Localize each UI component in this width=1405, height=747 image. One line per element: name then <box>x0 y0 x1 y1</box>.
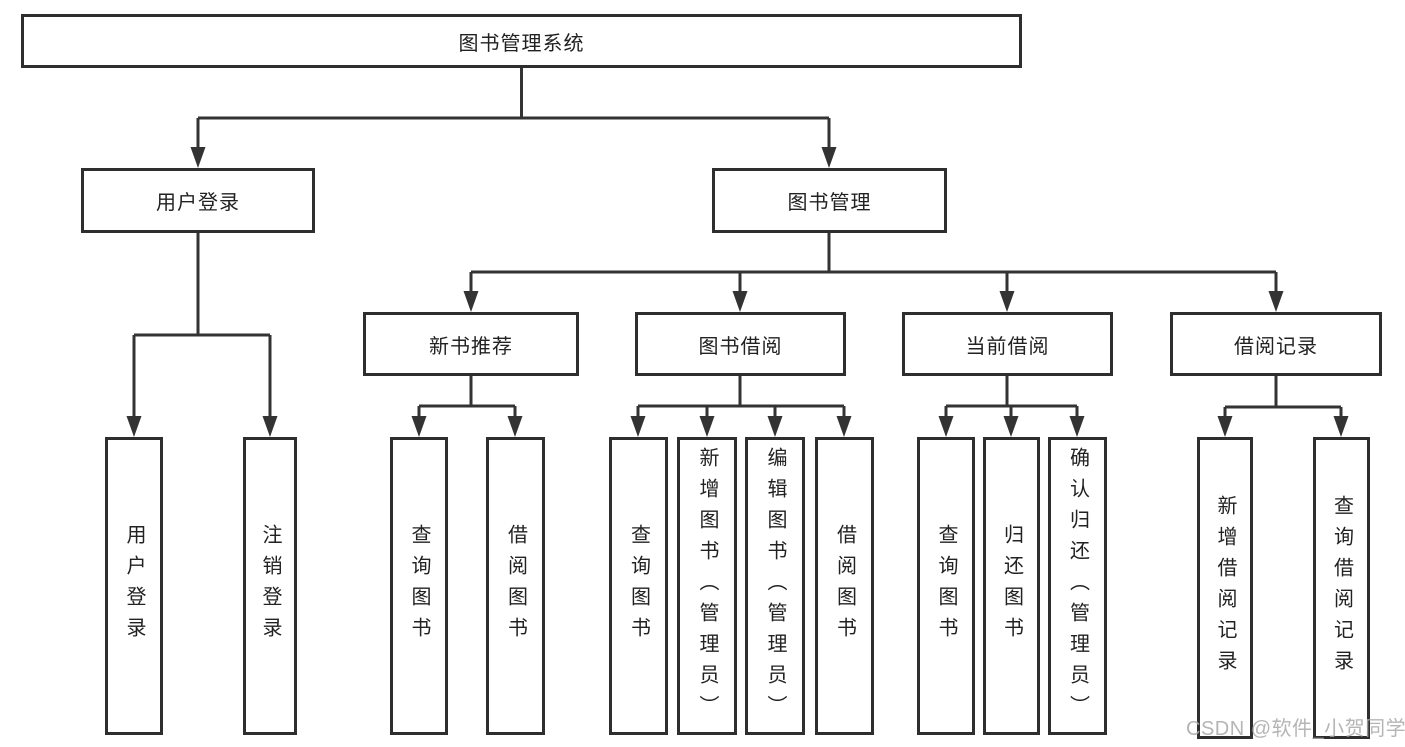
leaf-user-login: 用户登录 <box>105 437 163 735</box>
edge-recommend-to-leaves <box>417 376 517 420</box>
node-user-login: 用户登录 <box>81 168 315 233</box>
edge-mgmt-to-level3 <box>469 233 1278 295</box>
edge-borrow-to-leaves <box>636 376 846 420</box>
node-library-system: 图书管理系统 <box>21 14 1022 68</box>
arrowhead <box>630 416 646 437</box>
leaf-edit-books-admin: 编辑图书（管理员） <box>745 437 805 735</box>
arrowhead <box>411 416 427 437</box>
edge-root-to-level2 <box>196 68 831 150</box>
leaf-logout-login: 注销登录 <box>243 437 297 735</box>
arrowhead <box>938 416 954 437</box>
arrowhead <box>1217 416 1233 437</box>
arrowhead <box>463 291 479 312</box>
leaf-query-books-borrow: 查询图书 <box>609 437 668 735</box>
arrowhead <box>732 291 748 312</box>
leaf-borrow-books: 借阅图书 <box>815 437 874 735</box>
leaf-add-borrow-record: 新增借阅记录 <box>1197 437 1253 739</box>
leaf-add-books-admin: 新增图书（管理员） <box>677 437 737 735</box>
arrowhead <box>190 147 206 168</box>
csdn-watermark: CSDN @软件_小贺同学 <box>1186 718 1405 740</box>
node-current-borrow: 当前借阅 <box>902 312 1113 376</box>
arrowhead <box>767 416 783 437</box>
leaf-return-books: 归还图书 <box>983 437 1040 735</box>
node-new-book-recommend: 新书推荐 <box>363 312 579 376</box>
arrowhead <box>262 416 278 437</box>
arrowhead <box>1069 416 1085 437</box>
arrowhead <box>1333 416 1349 437</box>
node-borrow-records: 借阅记录 <box>1170 312 1382 376</box>
leaf-query-books-recommend: 查询图书 <box>390 437 448 735</box>
arrowhead <box>126 416 142 437</box>
edge-login-to-leaves <box>132 233 272 420</box>
arrowhead <box>699 416 715 437</box>
edge-records-to-leaves <box>1223 376 1343 420</box>
leaf-borrow-books-recommend: 借阅图书 <box>486 437 545 735</box>
node-book-management: 图书管理 <box>712 168 947 233</box>
leaf-query-books-current: 查询图书 <box>917 437 975 735</box>
node-book-borrow: 图书借阅 <box>635 312 846 376</box>
arrowhead <box>1268 291 1284 312</box>
arrowhead <box>821 147 837 168</box>
arrowhead <box>836 416 852 437</box>
edge-current-to-leaves <box>944 376 1079 420</box>
arrowhead <box>1003 416 1019 437</box>
arrowhead <box>507 416 523 437</box>
arrowhead <box>999 291 1015 312</box>
leaf-confirm-return-admin: 确认归还（管理员） <box>1048 437 1107 735</box>
leaf-query-borrow-record: 查询借阅记录 <box>1313 437 1370 739</box>
